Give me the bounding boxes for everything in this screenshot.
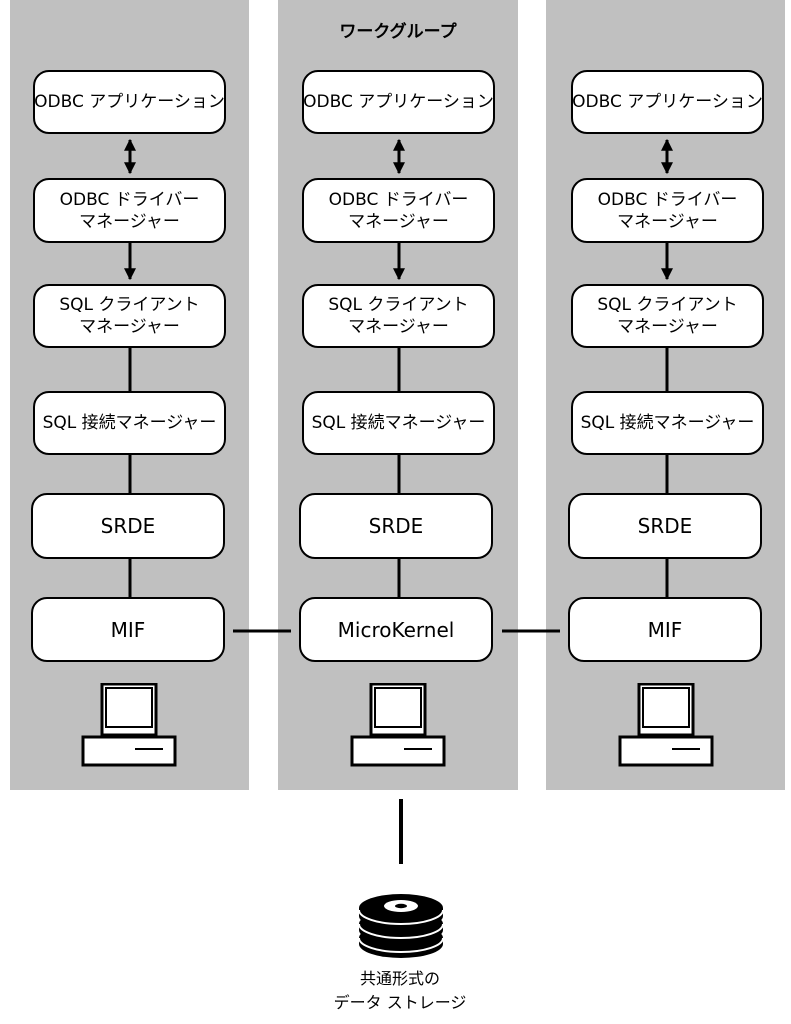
driver-manager-label-line2: マネージャー: [617, 211, 718, 232]
odbc-application-label: ODBC アプリケーション: [572, 92, 763, 112]
computer-icon: [81, 683, 177, 767]
odbc-driver-manager-box: ODBC ドライバー マネージャー: [302, 178, 495, 243]
driver-manager-label-line2: マネージャー: [79, 211, 180, 232]
mif-box: MIF: [31, 597, 225, 662]
sql-client-label-line2: マネージャー: [617, 317, 718, 337]
odbc-application-label: ODBC アプリケーション: [303, 92, 494, 112]
microkernel-box: MicroKernel: [299, 597, 493, 662]
microkernel-label: MicroKernel: [337, 617, 455, 642]
mif-box: MIF: [568, 597, 762, 662]
odbc-application-box: ODBC アプリケーション: [302, 70, 495, 134]
sql-connection-label: SQL 接続マネージャー: [311, 413, 486, 433]
srde-box: SRDE: [568, 493, 762, 559]
mif-label: MIF: [647, 617, 683, 642]
odbc-application-box: ODBC アプリケーション: [571, 70, 764, 134]
sql-client-label-line2: マネージャー: [348, 317, 449, 337]
driver-manager-label-line1: ODBC ドライバー: [59, 189, 200, 210]
sql-connection-label: SQL 接続マネージャー: [580, 413, 755, 433]
sql-client-label-line1: SQL クライアント: [328, 295, 469, 315]
odbc-application-box: ODBC アプリケーション: [33, 70, 226, 134]
driver-manager-label-line1: ODBC ドライバー: [597, 189, 738, 210]
srde-box: SRDE: [31, 493, 225, 559]
computer-icon: [618, 683, 714, 767]
mif-label: MIF: [110, 617, 146, 642]
srde-box: SRDE: [299, 493, 493, 559]
driver-manager-label-line2: マネージャー: [348, 211, 449, 232]
odbc-application-label: ODBC アプリケーション: [34, 92, 225, 112]
sql-connection-manager-box: SQL 接続マネージャー: [33, 391, 226, 455]
storage-caption-line1: 共通形式の: [359, 969, 440, 988]
srde-label: SRDE: [100, 514, 156, 538]
sql-client-manager-box: SQL クライアント マネージャー: [33, 284, 226, 348]
sql-connection-manager-box: SQL 接続マネージャー: [571, 391, 764, 455]
sql-connection-manager-box: SQL 接続マネージャー: [302, 391, 495, 455]
srde-label: SRDE: [637, 514, 693, 538]
computer-icon: [350, 683, 446, 767]
sql-connection-label: SQL 接続マネージャー: [42, 413, 217, 433]
driver-manager-label-line1: ODBC ドライバー: [328, 189, 469, 210]
workgroup-title: ワークグループ: [339, 22, 457, 42]
storage-caption-line2: データ ストレージ: [333, 993, 467, 1012]
sql-client-label-line1: SQL クライアント: [59, 295, 200, 315]
sql-client-label-line2: マネージャー: [79, 317, 180, 337]
srde-label: SRDE: [368, 514, 424, 538]
odbc-driver-manager-box: ODBC ドライバー マネージャー: [571, 178, 764, 243]
disk-storage-icon: [358, 894, 444, 958]
sql-client-manager-box: SQL クライアント マネージャー: [302, 284, 495, 348]
odbc-driver-manager-box: ODBC ドライバー マネージャー: [33, 178, 226, 243]
sql-client-label-line1: SQL クライアント: [597, 295, 738, 315]
storage-caption: 共通形式の データ ストレージ: [300, 967, 500, 1015]
sql-client-manager-box: SQL クライアント マネージャー: [571, 284, 764, 348]
